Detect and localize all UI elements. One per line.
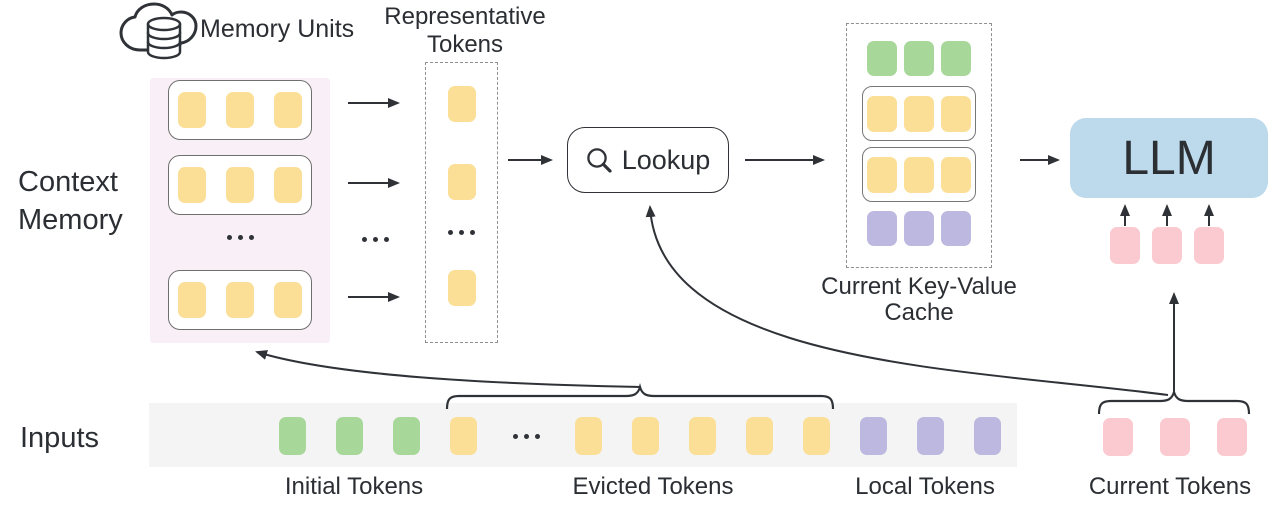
llm-box: LLM bbox=[1070, 118, 1268, 198]
yellow-token bbox=[447, 164, 476, 200]
cloud-database-icon bbox=[119, 2, 198, 60]
pink-token bbox=[1152, 227, 1182, 264]
yellow-token bbox=[226, 92, 254, 128]
purple-token bbox=[974, 417, 1001, 455]
yellow-token bbox=[632, 417, 659, 455]
pink-token bbox=[1217, 418, 1247, 456]
yellow-token bbox=[450, 417, 477, 455]
yellow-token bbox=[941, 95, 971, 132]
memory-unit bbox=[168, 80, 312, 140]
evicted-tokens-label: Evicted Tokens bbox=[572, 473, 734, 500]
yellow-token bbox=[178, 167, 206, 203]
yellow-token bbox=[274, 92, 302, 128]
purple-token bbox=[860, 417, 887, 455]
llm-label: LLM bbox=[1122, 131, 1216, 185]
green-token bbox=[279, 417, 306, 455]
yellow-token bbox=[904, 95, 934, 132]
yellow-token bbox=[274, 167, 302, 203]
purple-token bbox=[917, 417, 944, 455]
context-memory-label: Context Memory bbox=[18, 166, 123, 236]
yellow-token bbox=[746, 417, 773, 455]
cache-row-local bbox=[867, 211, 971, 246]
green-token bbox=[867, 41, 897, 76]
memory-unit bbox=[168, 270, 312, 330]
yellow-token bbox=[803, 417, 830, 455]
yellow-token bbox=[689, 417, 716, 455]
ellipsis-icon bbox=[448, 226, 475, 238]
yellow-token bbox=[447, 270, 476, 306]
purple-token bbox=[867, 211, 897, 246]
local-tokens-label: Local Tokens bbox=[855, 473, 995, 500]
green-token bbox=[904, 41, 934, 76]
past-kv-token-row bbox=[279, 417, 1001, 455]
pink-token bbox=[1103, 418, 1133, 456]
representative-tokens-label: Representative Tokens bbox=[384, 3, 546, 58]
yellow-token bbox=[274, 282, 302, 318]
current-tokens-brace bbox=[1097, 388, 1251, 415]
purple-token bbox=[941, 211, 971, 246]
yellow-token bbox=[867, 156, 897, 193]
lookup-box: Lookup bbox=[567, 127, 729, 193]
current-kv-cache-label: Current Key-Value Cache bbox=[821, 273, 1017, 326]
yellow-token bbox=[904, 156, 934, 193]
representative-tokens-box bbox=[425, 62, 498, 343]
current-tokens-label: Current Tokens bbox=[1088, 473, 1252, 500]
search-icon bbox=[586, 147, 612, 173]
memory-units-label: Memory Units bbox=[200, 15, 355, 43]
lookup-label: Lookup bbox=[621, 144, 711, 175]
yellow-token bbox=[226, 282, 254, 318]
purple-token bbox=[904, 211, 934, 246]
pink-token bbox=[1160, 418, 1190, 456]
initial-tokens-label: Initial Tokens bbox=[284, 473, 424, 500]
yellow-token bbox=[178, 282, 206, 318]
green-token bbox=[393, 417, 420, 455]
pink-token bbox=[1110, 227, 1140, 264]
yellow-token bbox=[226, 167, 254, 203]
green-token bbox=[941, 41, 971, 76]
cache-unit bbox=[862, 147, 976, 202]
inputs-label: Inputs bbox=[20, 422, 99, 454]
yellow-token bbox=[447, 86, 476, 122]
context-memory-box bbox=[150, 78, 330, 343]
ellipsis-icon bbox=[226, 231, 254, 243]
pink-token bbox=[1194, 227, 1224, 264]
cache-row-initial bbox=[867, 41, 971, 76]
llm-input-tokens bbox=[1110, 227, 1224, 264]
memory-unit bbox=[168, 155, 312, 215]
cache-unit bbox=[862, 86, 976, 141]
curve-evicted-to-memory bbox=[255, 350, 641, 388]
current-tokens-row bbox=[1103, 418, 1247, 456]
ellipsis-icon bbox=[355, 233, 395, 245]
ellipsis-icon bbox=[507, 430, 545, 442]
yellow-token bbox=[941, 156, 971, 193]
green-token bbox=[336, 417, 363, 455]
yellow-token bbox=[178, 92, 206, 128]
current-kv-cache-box bbox=[846, 23, 992, 268]
yellow-token bbox=[867, 95, 897, 132]
yellow-token bbox=[575, 417, 602, 455]
